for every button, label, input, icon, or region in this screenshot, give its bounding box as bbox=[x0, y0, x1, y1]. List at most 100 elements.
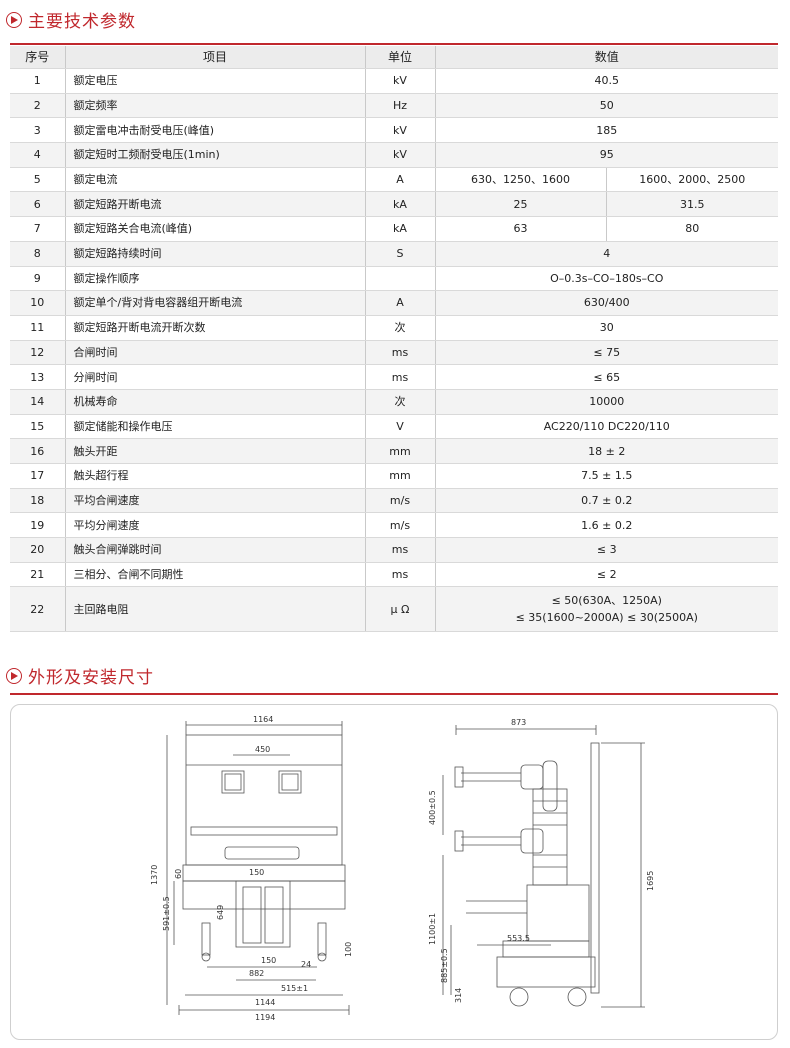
cell-value: AC220/110 DC220/110 bbox=[435, 414, 779, 440]
cell-value: ≤ 75 bbox=[435, 340, 779, 366]
dim-label: 515±1 bbox=[281, 984, 308, 993]
cell-no: 20 bbox=[10, 537, 66, 563]
header-no: 序号 bbox=[10, 46, 66, 69]
cell-item: 额定短时工频耐受电压(1min) bbox=[65, 142, 366, 168]
dim-label: 60 bbox=[174, 869, 183, 879]
dim-label: 1370 bbox=[150, 865, 159, 885]
header-value: 数值 bbox=[435, 46, 779, 69]
section-divider bbox=[10, 693, 778, 695]
section-header-dimensions: 外形及安装尺寸 bbox=[6, 663, 154, 688]
cell-no: 15 bbox=[10, 414, 66, 440]
value-line-2: ≤ 35(1600~2000A) ≤ 30(2500A) bbox=[515, 611, 698, 625]
cell-unit: S bbox=[365, 241, 436, 267]
cell-value-b: 1600、2000、2500 bbox=[606, 167, 779, 193]
cell-item: 额定电压 bbox=[65, 68, 366, 94]
cell-no: 9 bbox=[10, 266, 66, 292]
cell-item: 合闸时间 bbox=[65, 340, 366, 366]
cell-no: 1 bbox=[10, 68, 66, 94]
cell-item: 主回路电阻 bbox=[65, 586, 366, 633]
play-arrow-icon bbox=[6, 667, 22, 684]
cell-unit: kV bbox=[365, 117, 436, 144]
section-divider bbox=[10, 43, 778, 45]
cell-no: 4 bbox=[10, 142, 66, 168]
cell-no: 5 bbox=[10, 167, 66, 193]
cell-value: 630/400 bbox=[435, 290, 779, 316]
cell-unit: A bbox=[365, 290, 436, 316]
dim-label: 649 bbox=[216, 905, 225, 920]
cell-item: 额定短路关合电流(峰值) bbox=[65, 216, 366, 242]
cell-no: 22 bbox=[10, 586, 66, 633]
cell-item: 三相分、合闸不同期性 bbox=[65, 562, 366, 588]
cell-value: 50 bbox=[435, 93, 779, 119]
cell-no: 11 bbox=[10, 315, 66, 341]
dim-label: 24 bbox=[301, 960, 311, 969]
cell-value: 40.5 bbox=[435, 68, 779, 94]
cell-value: 1.6 ± 0.2 bbox=[435, 512, 779, 539]
cell-value-a: 25 bbox=[435, 191, 607, 218]
dim-label: 450 bbox=[255, 745, 270, 754]
cell-value: O–0.3s–CO–180s–CO bbox=[435, 266, 779, 292]
cell-item: 额定频率 bbox=[65, 93, 366, 119]
cell-unit: Hz bbox=[365, 93, 436, 119]
cell-value: ≤ 50(630A、1250A)≤ 35(1600~2000A) ≤ 30(25… bbox=[435, 586, 779, 633]
cell-value-b: 31.5 bbox=[606, 191, 779, 218]
cell-no: 16 bbox=[10, 438, 66, 464]
dim-label: 314 bbox=[454, 988, 463, 1003]
play-arrow-icon bbox=[6, 11, 22, 28]
cell-item: 平均分闸速度 bbox=[65, 512, 366, 539]
drawing-frame: 1164 450 1370 591±0.5 649 60 150 150 24 … bbox=[10, 704, 778, 1040]
cell-value-a: 63 bbox=[435, 216, 607, 242]
cell-no: 6 bbox=[10, 191, 66, 218]
cell-no: 19 bbox=[10, 512, 66, 539]
front-view bbox=[166, 721, 350, 1015]
cell-unit: mm bbox=[365, 463, 436, 489]
dim-label: 553.5 bbox=[507, 934, 530, 943]
cell-unit: m/s bbox=[365, 488, 436, 514]
cell-no: 13 bbox=[10, 364, 66, 390]
cell-unit: A bbox=[365, 167, 436, 193]
dim-label: 1695 bbox=[646, 871, 655, 891]
cell-value-a: 630、1250、1600 bbox=[435, 167, 607, 193]
header-item: 项目 bbox=[65, 46, 366, 69]
cell-unit bbox=[365, 266, 436, 292]
cell-item: 触头开距 bbox=[65, 438, 366, 464]
cell-item: 触头合闸弹跳时间 bbox=[65, 537, 366, 563]
cell-no: 3 bbox=[10, 117, 66, 144]
cell-value: 95 bbox=[435, 142, 779, 168]
cell-unit: 次 bbox=[365, 315, 436, 341]
dim-label: 100 bbox=[344, 942, 353, 957]
cell-no: 8 bbox=[10, 241, 66, 267]
cell-unit: m/s bbox=[365, 512, 436, 539]
technical-drawing: 1164 450 1370 591±0.5 649 60 150 150 24 … bbox=[150, 715, 655, 1022]
cell-unit: kA bbox=[365, 216, 436, 242]
cell-unit: mm bbox=[365, 438, 436, 464]
cell-unit: ms bbox=[365, 364, 436, 390]
header-unit: 单位 bbox=[365, 46, 436, 69]
cell-value: 0.7 ± 0.2 bbox=[435, 488, 779, 514]
cell-unit: ms bbox=[365, 562, 436, 588]
dim-label: 150 bbox=[249, 868, 264, 877]
cell-item: 平均合闸速度 bbox=[65, 488, 366, 514]
cell-item: 触头超行程 bbox=[65, 463, 366, 489]
cell-value-b: 80 bbox=[606, 216, 779, 242]
dim-label: 882 bbox=[249, 969, 264, 978]
cell-value: 18 ± 2 bbox=[435, 438, 779, 464]
cell-item: 额定单个/背对背电容器组开断电流 bbox=[65, 290, 366, 316]
cell-no: 14 bbox=[10, 389, 66, 415]
